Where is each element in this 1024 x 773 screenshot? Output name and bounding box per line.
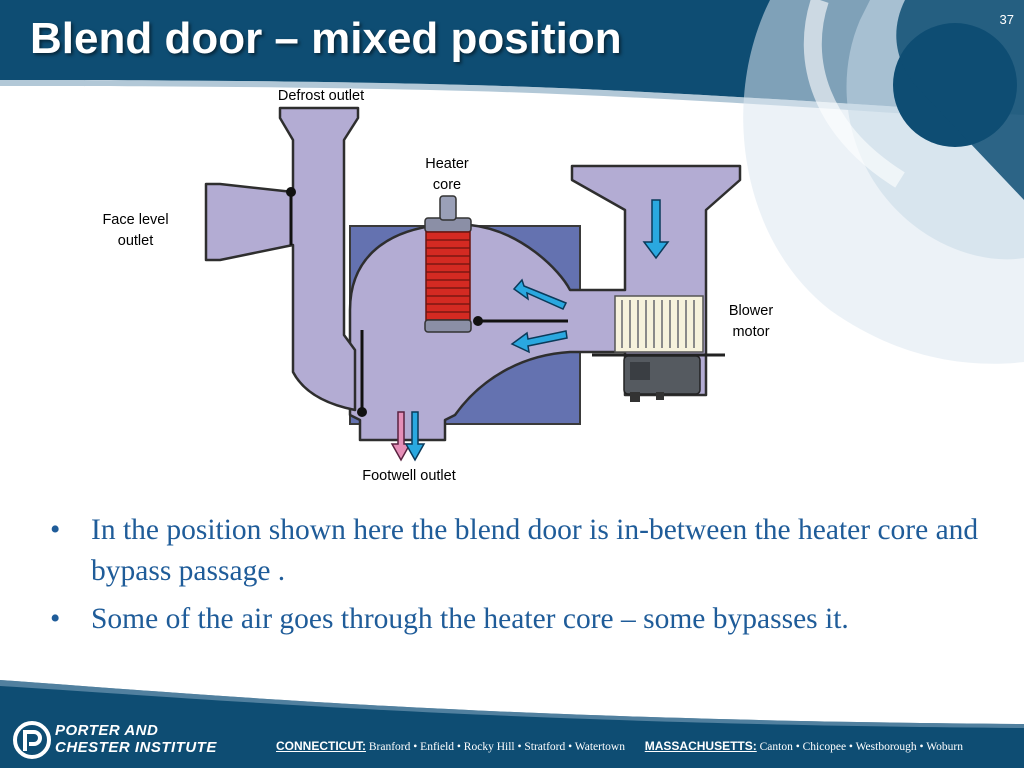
bullet-dot-icon: • bbox=[50, 514, 61, 546]
bullet-dot-icon: • bbox=[50, 603, 61, 635]
bullet-list: • In the position shown here the blend do… bbox=[50, 510, 990, 647]
porter-chester-logo-icon bbox=[13, 721, 51, 759]
airflow-arrows bbox=[390, 199, 670, 462]
heater-core bbox=[425, 231, 471, 321]
blower-motor-label: Blower motor bbox=[716, 301, 786, 343]
face-level-outlet-label: Face level outlet bbox=[88, 210, 183, 252]
footer-background bbox=[0, 680, 1024, 768]
connecticut-label: CONNECTICUT: bbox=[276, 739, 366, 753]
bullet-item: • In the position shown here the blend do… bbox=[50, 510, 990, 592]
bullet-item: • Some of the air goes through the heater… bbox=[50, 599, 990, 640]
page-title: Blend door – mixed position bbox=[30, 14, 622, 63]
logo-line2: CHESTER INSTITUTE bbox=[55, 739, 217, 756]
slide-number: 37 bbox=[999, 12, 1014, 27]
massachusetts-label: MASSACHUSETTS: bbox=[644, 739, 757, 753]
logo-text: PORTER AND CHESTER INSTITUTE bbox=[55, 722, 217, 756]
blower-label-line1: Blower bbox=[728, 303, 774, 319]
face-level-label-line1: Face level bbox=[102, 212, 169, 228]
heater-core-label-line1: Heater bbox=[425, 156, 469, 172]
heater-core-label: Heater core bbox=[407, 154, 487, 196]
bullet-text: Some of the air goes through the heater … bbox=[91, 603, 849, 635]
bullet-text: In the position shown here the blend doo… bbox=[91, 514, 979, 587]
footwell-outlet-label: Footwell outlet bbox=[362, 468, 456, 484]
footer-banner bbox=[0, 680, 1024, 768]
face-level-label-line2: outlet bbox=[117, 233, 154, 249]
defrost-outlet-label: Defrost outlet bbox=[277, 88, 365, 104]
blower-label-line2: motor bbox=[732, 324, 770, 340]
heater-core-label-line2: core bbox=[432, 177, 462, 193]
logo-line1: PORTER AND bbox=[55, 722, 159, 739]
connecticut-locations: Branford • Enfield • Rocky Hill • Stratf… bbox=[368, 741, 625, 753]
campus-locations: CONNECTICUT: Branford • Enfield • Rocky … bbox=[276, 739, 963, 753]
massachusetts-locations: Canton • Chicopee • Westborough • Woburn bbox=[759, 741, 963, 753]
hvac-diagram bbox=[204, 106, 742, 462]
defrost-duct bbox=[204, 106, 360, 412]
blower-fan bbox=[614, 295, 704, 353]
